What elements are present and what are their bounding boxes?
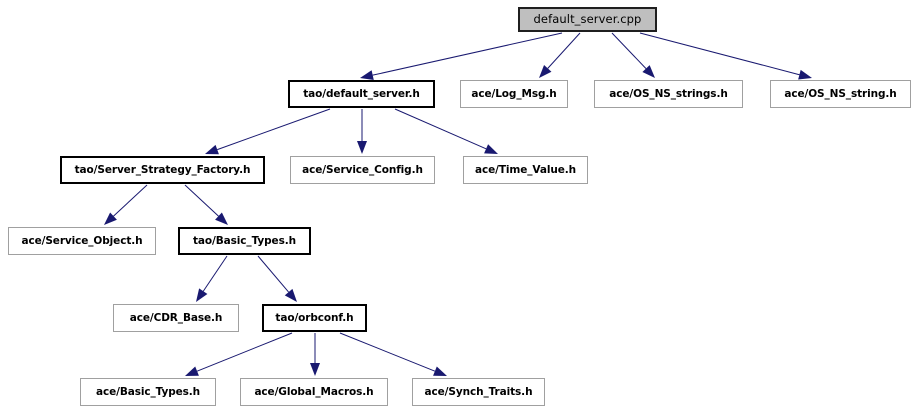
edge-line	[372, 32, 563, 76]
graph-node-label: ace/Global_Macros.h	[254, 385, 374, 398]
graph-node-label: ace/Basic_Types.h	[95, 385, 201, 398]
graph-node-ace-basic-types-h[interactable]: ace/Basic_Types.h	[80, 378, 216, 406]
graph-node-label: ace/Time_Value.h	[474, 163, 577, 176]
graph-edge	[310, 333, 320, 376]
graph-edge	[257, 255, 297, 302]
graph-node-ace-synch-traits-h[interactable]: ace/Synch_Traits.h	[412, 378, 545, 406]
graph-edge	[357, 109, 367, 154]
edge-arrowhead-icon	[196, 288, 208, 302]
graph-edge	[639, 32, 812, 80]
graph-node-default-server-cpp[interactable]: default_server.cpp	[518, 7, 657, 32]
edge-line	[547, 32, 581, 69]
graph-edge	[360, 32, 563, 81]
edge-line	[611, 32, 647, 69]
edge-line	[339, 332, 436, 372]
edge-arrowhead-icon	[360, 70, 374, 81]
edge-arrowhead-icon	[642, 65, 655, 78]
graph-node-label: tao/orbconf.h	[275, 311, 354, 324]
graph-node-ace-os-ns-string-h[interactable]: ace/OS_NS_string.h	[770, 80, 911, 108]
graph-node-ace-log-msg-h[interactable]: ace/Log_Msg.h	[460, 80, 568, 108]
graph-node-tao-basic-types-h[interactable]: tao/Basic_Types.h	[178, 227, 311, 255]
graph-node-label: ace/Service_Config.h	[302, 163, 423, 176]
graph-node-label: ace/Service_Object.h	[21, 234, 143, 247]
graph-node-label: ace/Log_Msg.h	[471, 87, 557, 100]
graph-node-ace-service-config-h[interactable]: ace/Service_Config.h	[290, 156, 435, 184]
edge-arrowhead-icon	[310, 363, 320, 376]
graph-edge	[339, 332, 447, 376]
graph-edge	[184, 184, 228, 225]
edge-arrowhead-icon	[433, 366, 447, 376]
edge-line	[202, 255, 228, 292]
graph-node-tao-server-strategy-factory-h[interactable]: tao/Server_Strategy_Factory.h	[60, 156, 265, 184]
edge-line	[196, 332, 293, 372]
graph-edge	[539, 32, 581, 78]
graph-node-label: ace/OS_NS_string.h	[784, 87, 897, 100]
edge-line	[113, 184, 148, 217]
edge-line	[394, 108, 487, 150]
graph-edge	[196, 255, 228, 302]
edge-arrowhead-icon	[798, 69, 812, 80]
graph-edge	[611, 32, 655, 78]
edge-arrowhead-icon	[484, 144, 498, 154]
graph-node-ace-service-object-h[interactable]: ace/Service_Object.h	[8, 227, 156, 255]
graph-node-ace-global-macros-h[interactable]: ace/Global_Macros.h	[240, 378, 388, 406]
graph-edge	[185, 332, 293, 376]
graph-node-tao-orbconf-h[interactable]: tao/orbconf.h	[262, 304, 367, 332]
graph-node-ace-os-ns-strings-h[interactable]: ace/OS_NS_strings.h	[594, 80, 743, 108]
graph-node-ace-time-value-h[interactable]: ace/Time_Value.h	[463, 156, 588, 184]
edge-arrowhead-icon	[284, 288, 297, 302]
edge-line	[257, 255, 289, 293]
graph-edge	[394, 108, 498, 154]
graph-node-label: ace/Synch_Traits.h	[424, 385, 533, 398]
edge-arrowhead-icon	[205, 144, 219, 155]
graph-node-label: tao/Basic_Types.h	[193, 234, 296, 247]
graph-node-label: ace/CDR_Base.h	[129, 311, 223, 324]
edge-arrowhead-icon	[185, 366, 199, 376]
edge-line	[217, 108, 331, 151]
graph-edge	[104, 184, 148, 225]
graph-node-label: ace/OS_NS_strings.h	[609, 87, 728, 100]
graph-edge	[205, 108, 331, 155]
graph-node-label: tao/Server_Strategy_Factory.h	[74, 163, 251, 176]
edge-line	[639, 32, 800, 76]
edge-arrowhead-icon	[104, 212, 117, 225]
graph-node-tao-default-server-h[interactable]: tao/default_server.h	[288, 80, 435, 108]
edge-arrowhead-icon	[357, 141, 367, 154]
edge-line	[184, 184, 219, 217]
graph-node-label: default_server.cpp	[533, 11, 642, 26]
graph-node-label: tao/default_server.h	[303, 87, 420, 100]
edge-arrowhead-icon	[215, 212, 228, 225]
graph-node-ace-cdr-base-h[interactable]: ace/CDR_Base.h	[113, 304, 239, 332]
edge-arrowhead-icon	[539, 65, 552, 78]
